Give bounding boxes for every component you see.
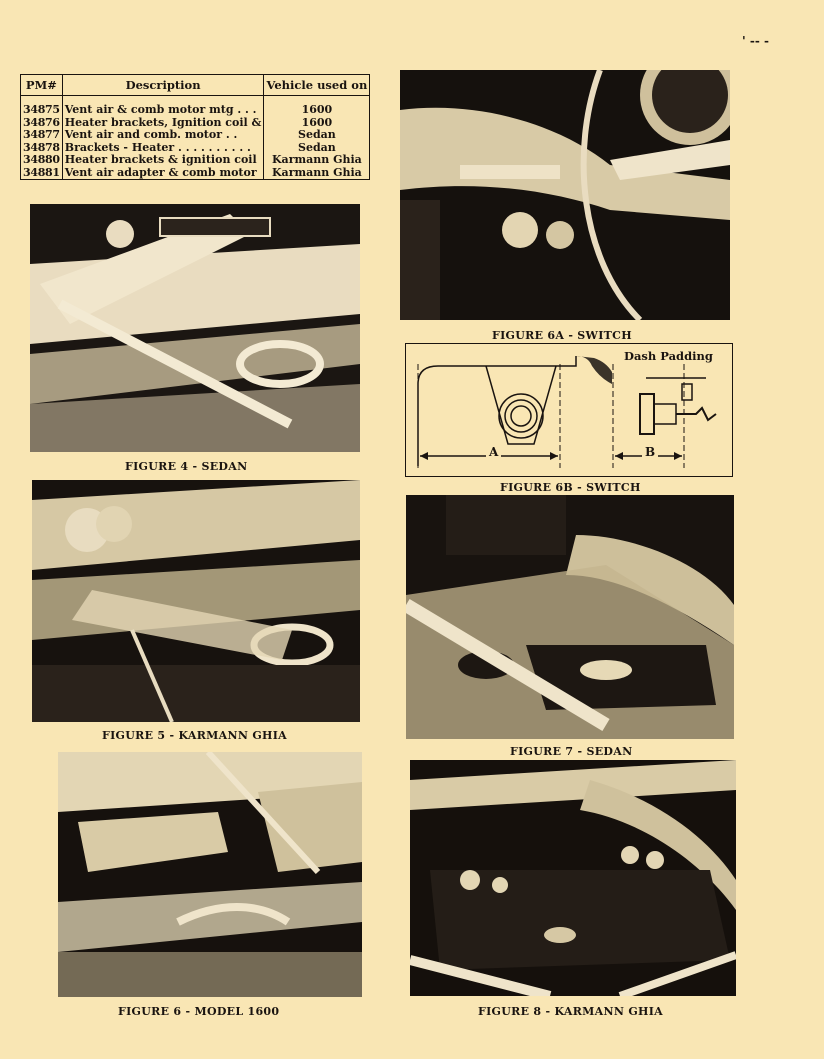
figure-5-photo: [32, 480, 360, 722]
description: Vent air and comb. motor . .: [62, 128, 265, 142]
table-row: 34878 Brackets - Heater . . . . . . . . …: [20, 140, 370, 154]
dimension-a-label: A: [486, 445, 502, 459]
description: Brackets - Heater . . . . . . . . . .: [62, 141, 265, 154]
vehicle: Sedan: [298, 140, 336, 154]
pm-number: 34876: [20, 116, 63, 129]
figure-5-caption: FIGURE 5 - KARMANN GHIA: [102, 729, 287, 742]
vehicle: 1600: [301, 115, 333, 129]
figure-4-caption: FIGURE 4 - SEDAN: [125, 460, 248, 473]
description: Vent air adapter & comb motor: [62, 166, 265, 180]
corner-marks: ' -- -: [742, 34, 769, 48]
pm-number: 34880: [20, 153, 63, 167]
table-row: 34881 Vent air adapter & comb motor Karm…: [20, 165, 370, 180]
parts-table: PM# Description Vehicle used on 34875 Ve…: [20, 74, 371, 180]
vehicle: Sedan: [298, 128, 336, 141]
figure-6-caption: FIGURE 6 - MODEL 1600: [118, 1005, 280, 1018]
vehicle: 1600: [301, 103, 333, 116]
table-row: 34877 Vent air and comb. motor . . Sedan: [20, 128, 370, 142]
pm-number: 34878: [20, 141, 63, 154]
description: Heater brackets, Ignition coil &: [62, 116, 265, 129]
table-row: 34880 Heater brackets & ignition coil Ka…: [20, 153, 370, 167]
pm-number: 34877: [20, 128, 63, 142]
header-vehicle: Vehicle used on: [263, 74, 371, 96]
dimension-b-label: B: [642, 445, 659, 459]
figure-7-caption: FIGURE 7 - SEDAN: [510, 745, 633, 758]
vehicle: Karmann Ghia: [272, 165, 362, 179]
figure-6b-caption: FIGURE 6B - SWITCH: [500, 481, 641, 494]
table-header-row: PM# Description Vehicle used on: [20, 74, 371, 96]
header-pm: PM#: [20, 74, 63, 96]
figure-6a-photo: [400, 70, 730, 320]
figure-8-photo: [410, 760, 736, 996]
dash-padding-label: Dash Padding: [624, 349, 713, 363]
description: Heater brackets & ignition coil: [62, 153, 265, 167]
description: Vent air & comb motor mtg . . .: [62, 103, 265, 117]
figure-8-caption: FIGURE 8 - KARMANN GHIA: [478, 1005, 663, 1018]
figure-6-photo: [58, 752, 362, 997]
figure-7-photo: [406, 495, 734, 739]
table-row: 34876 Heater brackets, Ignition coil & 1…: [20, 115, 370, 129]
pm-number: 34881: [20, 166, 63, 180]
figure-6a-caption: FIGURE 6A - SWITCH: [492, 329, 632, 342]
pm-number: 34875: [20, 103, 63, 117]
vehicle: Karmann Ghia: [272, 153, 362, 166]
header-description: Description: [61, 74, 265, 96]
figure-6b-diagram: Dash Padding A B: [405, 343, 733, 477]
figure-4-photo: [30, 204, 360, 452]
table-row: 34875 Vent air & comb motor mtg . . . 16…: [20, 103, 370, 117]
